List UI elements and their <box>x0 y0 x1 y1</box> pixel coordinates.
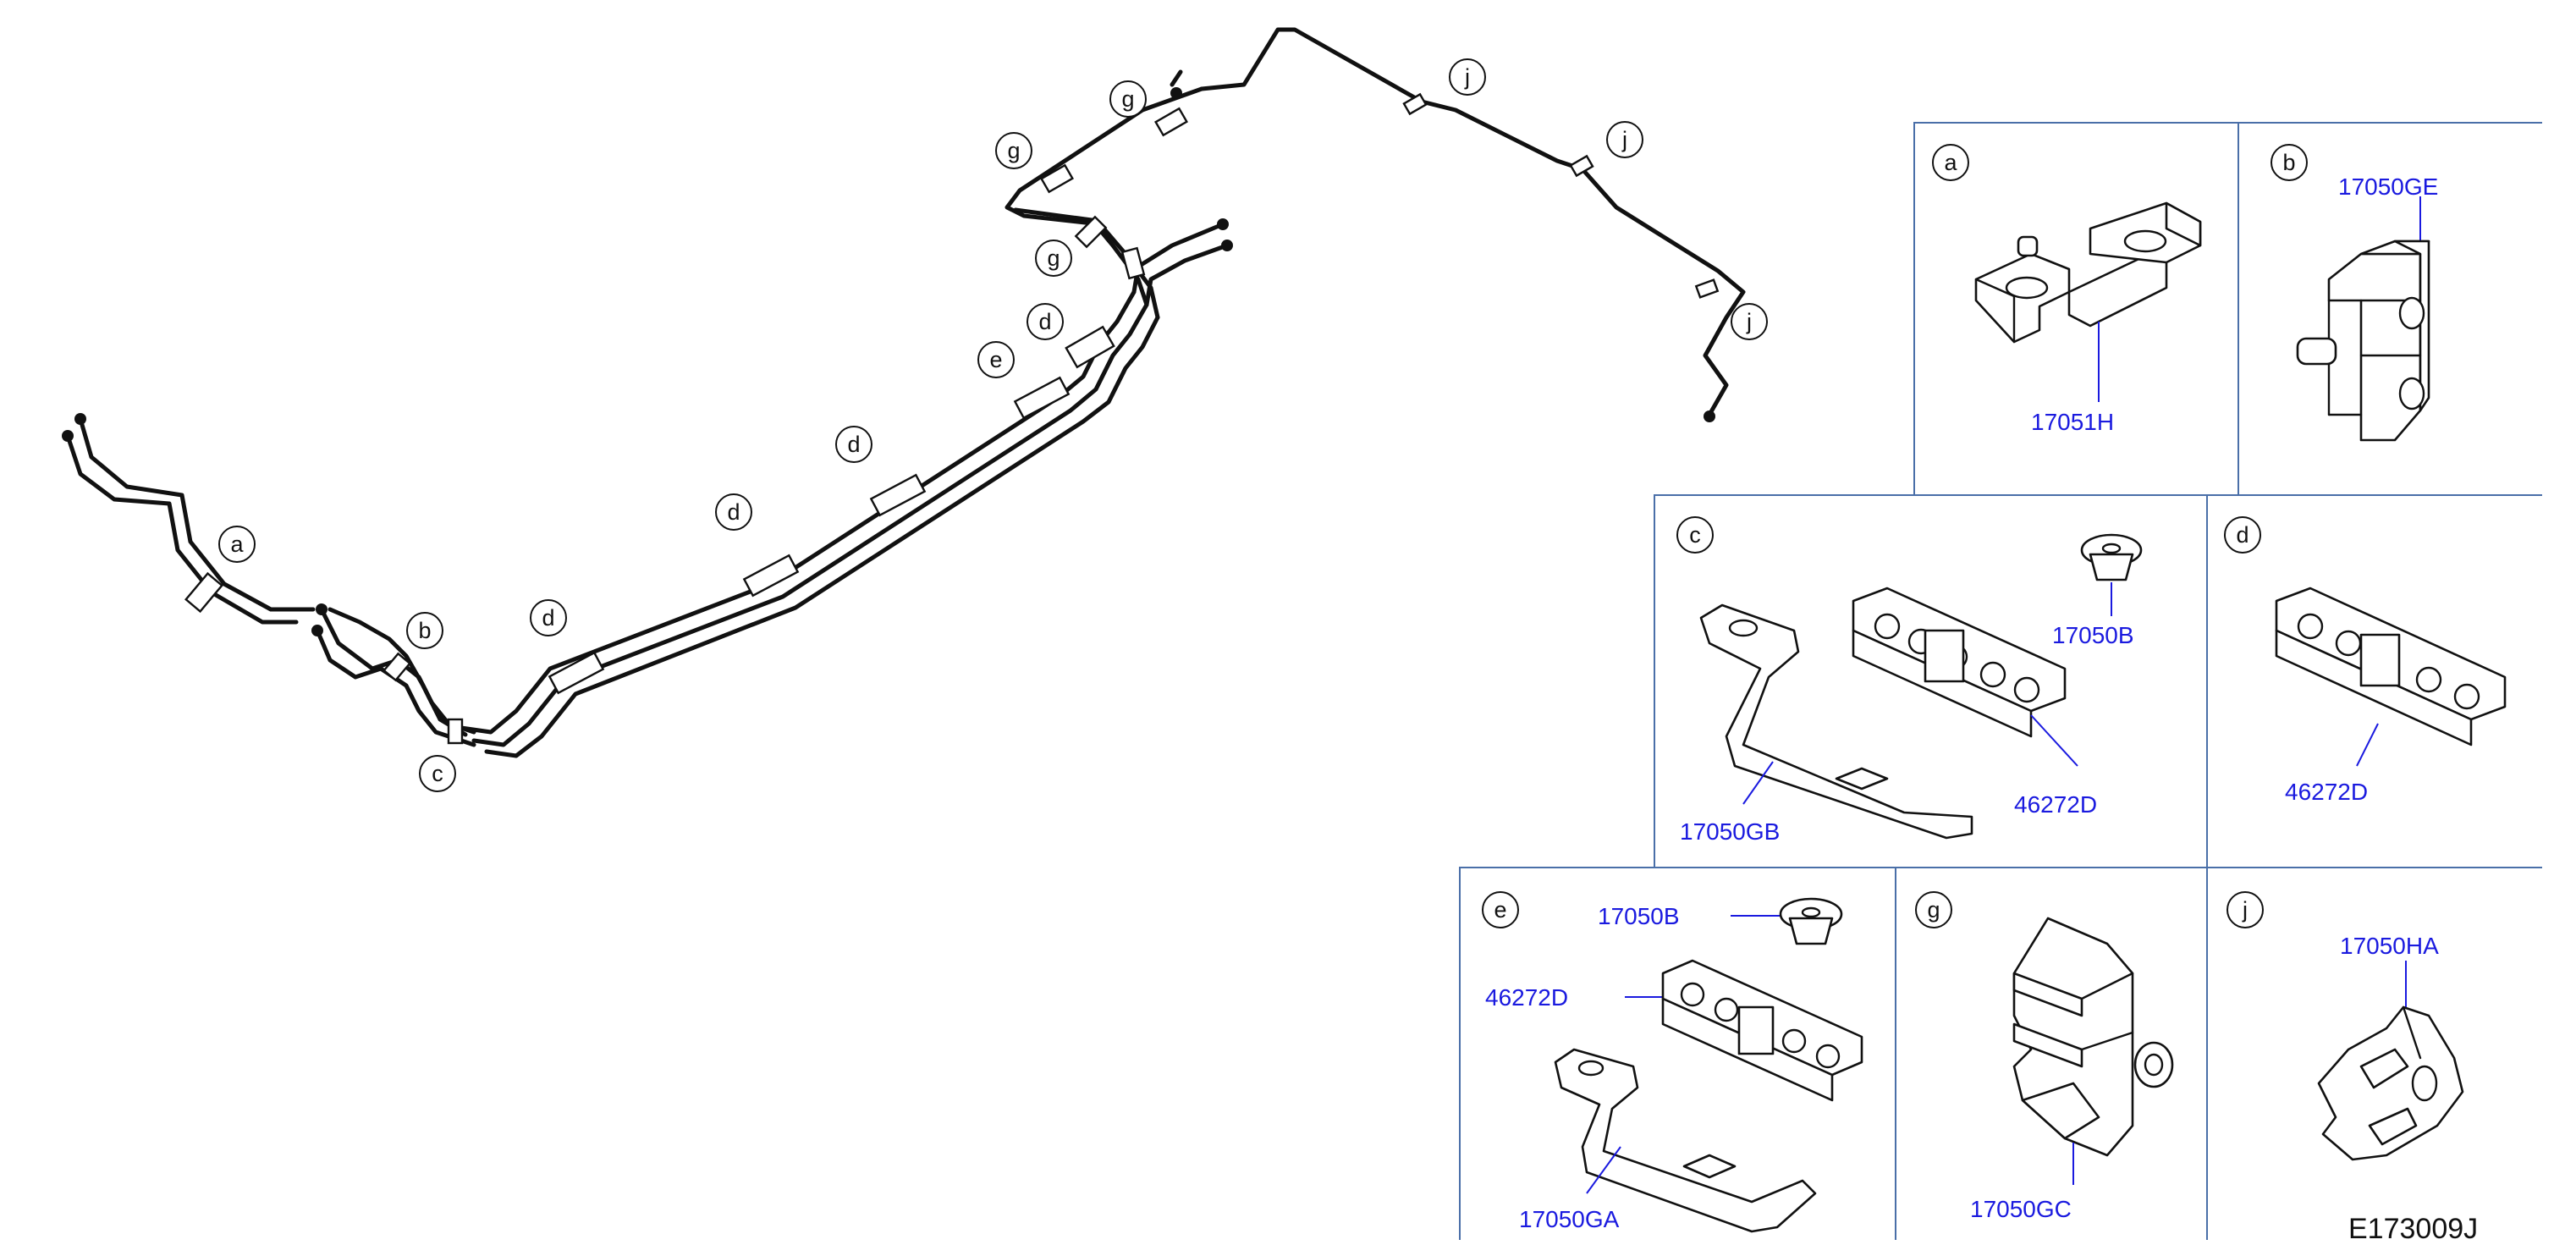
callout-g-2: g <box>995 132 1032 169</box>
callout-g-3: g <box>1109 80 1147 118</box>
clip-17050GE-drawing <box>2296 240 2430 442</box>
callout-b: b <box>406 612 443 649</box>
detail-panel-a: a 17051H <box>1932 144 2202 435</box>
callout-d-2: d <box>715 493 752 531</box>
part-number-17050GC[interactable]: 17050GC <box>1970 1196 2072 1222</box>
svg-text:g: g <box>1927 897 1940 923</box>
callout-c: c <box>419 755 456 792</box>
detail-panel-d: d 46272D <box>2224 516 2507 805</box>
detail-panel-c: c 17050B 46272D 17050GB <box>1676 516 2143 845</box>
detail-panel-g: g 17050GC <box>1915 891 2174 1222</box>
svg-text:g: g <box>1121 86 1134 112</box>
clip-46272D-drawing-d <box>2275 587 2507 746</box>
brake-tube-assembly <box>62 27 1746 758</box>
callout-j-1: j <box>1449 58 1486 96</box>
part-number-17050B-c[interactable]: 17050B <box>2052 622 2134 648</box>
panel-a-letter: a <box>1932 144 1969 181</box>
clip-17050HA-drawing <box>2317 1005 2464 1161</box>
callout-d-1: d <box>530 599 567 636</box>
callout-d-3: d <box>835 426 872 463</box>
svg-text:j: j <box>1621 127 1627 152</box>
callout-e: e <box>977 341 1015 378</box>
svg-text:j: j <box>2242 897 2248 923</box>
part-number-46272D-d[interactable]: 46272D <box>2285 779 2368 805</box>
part-number-17051H[interactable]: 17051H <box>2031 409 2114 435</box>
detail-panel-frames <box>1459 122 2542 1240</box>
svg-text:d: d <box>1038 309 1051 334</box>
svg-text:d: d <box>727 499 740 525</box>
svg-text:e: e <box>989 347 1002 372</box>
part-number-46272D-c[interactable]: 46272D <box>2014 791 2097 818</box>
grommet-17050B-drawing <box>2080 533 2143 581</box>
callout-a: a <box>218 526 256 563</box>
panel-b-letter: b <box>2271 144 2308 181</box>
svg-text:d: d <box>847 432 860 457</box>
clip-46272D-drawing-e <box>1661 959 1863 1102</box>
diagram-code: E173009J <box>2348 1213 2478 1245</box>
panel-j-letter: j <box>2226 891 2264 928</box>
detail-panel-j: j 17050HA <box>2226 891 2464 1161</box>
part-number-17050GB[interactable]: 17050GB <box>1680 818 1780 845</box>
part-number-46272D-e[interactable]: 46272D <box>1485 984 1568 1011</box>
clip-46272D-drawing-c <box>1852 587 2067 738</box>
detail-panel-e: e 17050B 46272D 17050GA <box>1482 891 1863 1233</box>
tube-callouts: a b c d d d e d g g g j j j <box>218 58 1768 792</box>
svg-text:j: j <box>1464 64 1470 90</box>
panel-g-letter: g <box>1915 891 1952 928</box>
callout-g-1: g <box>1035 240 1072 277</box>
svg-text:d: d <box>2236 522 2248 548</box>
clamp-17051H-drawing <box>1974 201 2202 344</box>
svg-text:a: a <box>1944 150 1957 175</box>
svg-text:j: j <box>1746 309 1752 334</box>
svg-text:g: g <box>1007 138 1020 163</box>
part-number-17050B-e[interactable]: 17050B <box>1598 903 1680 929</box>
svg-text:d: d <box>542 605 554 631</box>
bracket-17050GB-drawing <box>1699 603 1973 840</box>
part-number-17050GA[interactable]: 17050GA <box>1519 1206 1620 1232</box>
clip-17050GC-drawing <box>2012 917 2174 1157</box>
callout-j-3: j <box>1731 303 1768 340</box>
callout-j-2: j <box>1606 121 1643 158</box>
callout-d-4: d <box>1027 303 1064 340</box>
panel-e-letter: e <box>1482 891 1519 928</box>
grommet-17050B-drawing-e <box>1779 897 1843 945</box>
svg-text:b: b <box>418 618 431 643</box>
svg-text:c: c <box>432 761 443 786</box>
svg-text:a: a <box>230 532 244 557</box>
bracket-17050GA-drawing <box>1554 1048 1817 1233</box>
svg-text:g: g <box>1047 245 1060 271</box>
panel-d-letter: d <box>2224 516 2261 554</box>
part-number-17050HA[interactable]: 17050HA <box>2340 933 2439 959</box>
part-number-17050GE[interactable]: 17050GE <box>2338 174 2438 200</box>
svg-text:b: b <box>2282 150 2295 175</box>
panel-c-letter: c <box>1676 516 1714 554</box>
svg-text:e: e <box>1494 897 1506 923</box>
svg-text:c: c <box>1689 522 1701 548</box>
detail-panel-b: b 17050GE <box>2271 144 2438 442</box>
